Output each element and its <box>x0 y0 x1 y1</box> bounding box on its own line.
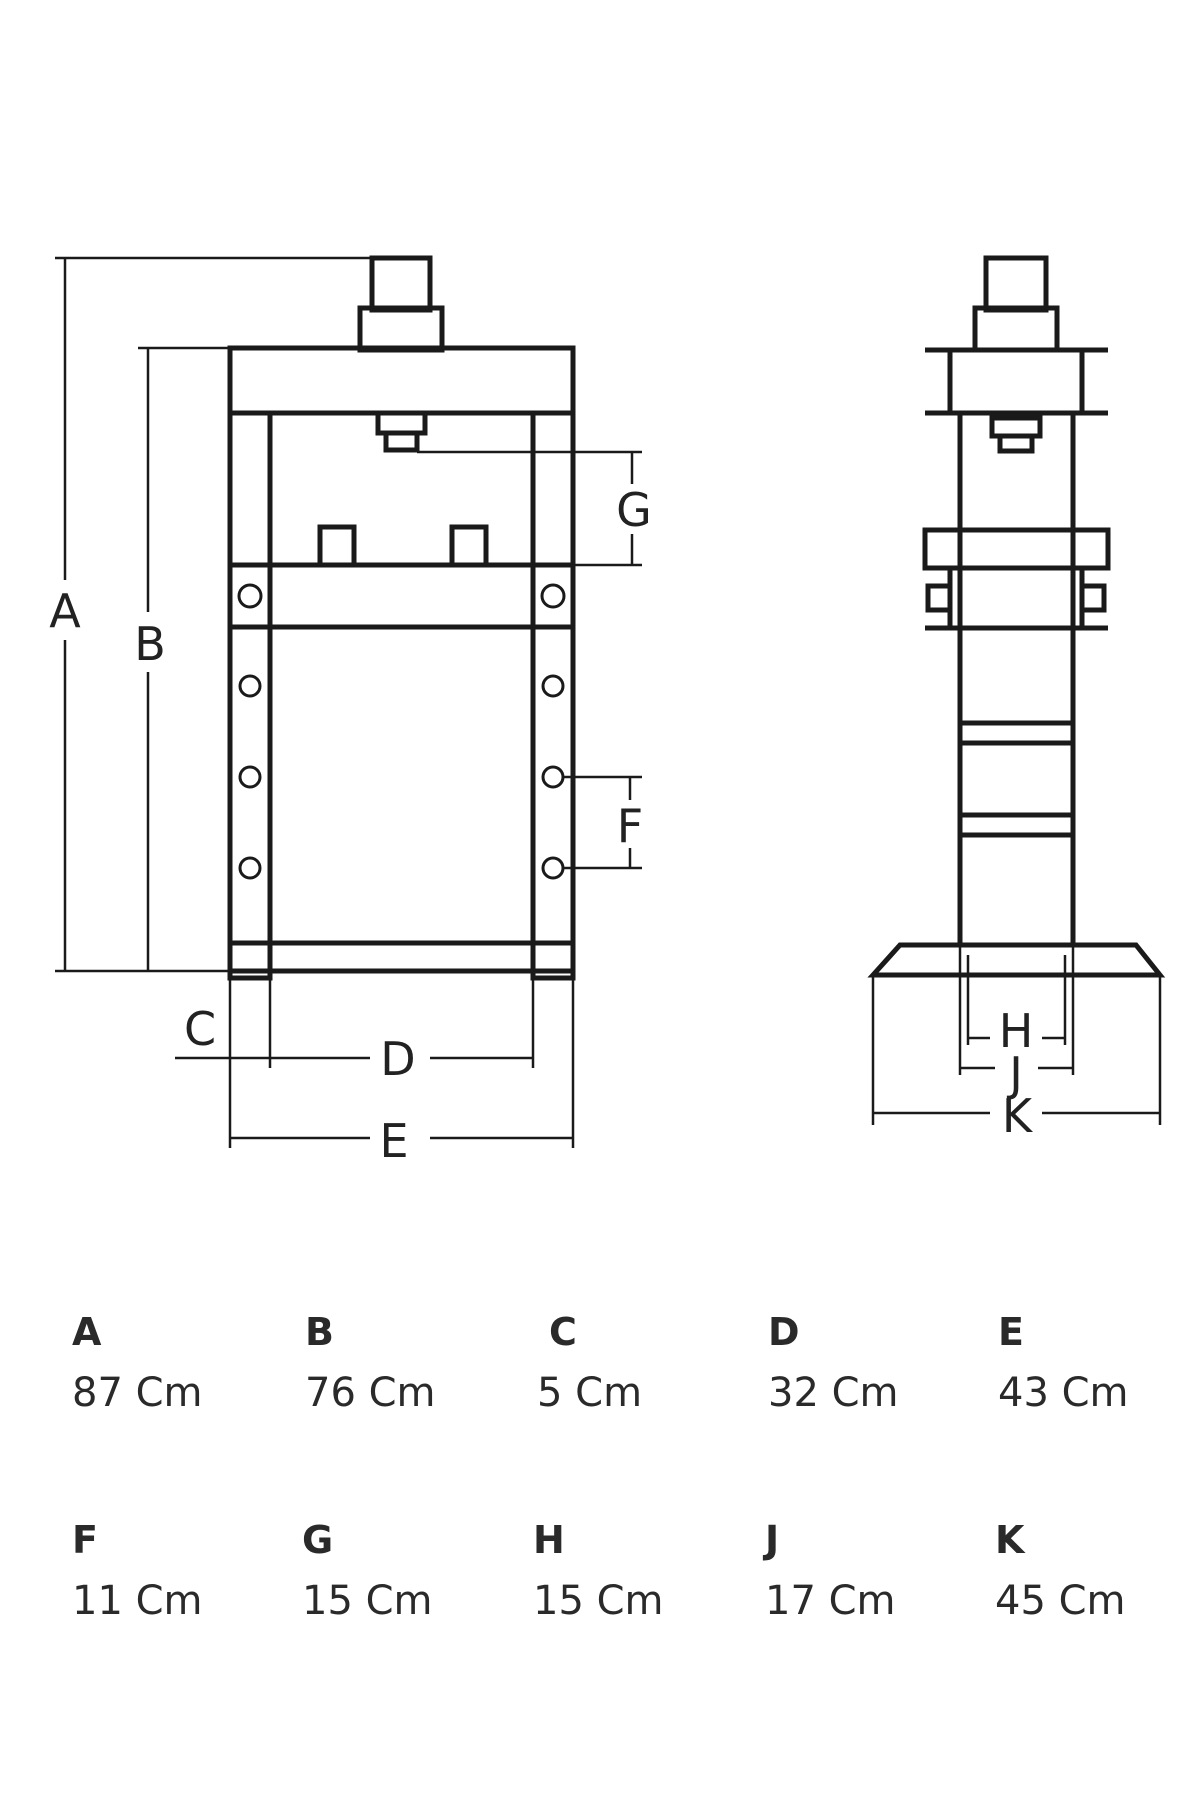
dimension-item: F 11 Cm <box>72 1518 272 1626</box>
dimension-letters: A B C D E F G H J K <box>49 483 1034 1168</box>
label-j: J <box>1006 1047 1023 1101</box>
dimension-item: C 5 Cm <box>537 1310 737 1418</box>
dimension-key: C <box>549 1310 577 1354</box>
dimension-key: J <box>765 1518 780 1562</box>
front-ram-tip <box>383 430 420 453</box>
label-b: B <box>134 617 166 671</box>
label-g: G <box>616 483 652 537</box>
dimension-value: 87 Cm <box>72 1370 203 1416</box>
label-a: A <box>49 584 81 638</box>
side-top-beam <box>947 347 1085 416</box>
dimension-value: 76 Cm <box>305 1370 436 1416</box>
dimension-value: 11 Cm <box>72 1578 203 1624</box>
dimension-value: 15 Cm <box>302 1578 433 1624</box>
dimension-item: G 15 Cm <box>302 1518 502 1626</box>
dimension-key: F <box>72 1518 98 1562</box>
dimension-key: B <box>305 1310 334 1354</box>
side-cylinder <box>972 305 1060 353</box>
side-bed-plate <box>922 527 1111 571</box>
dimension-value: 5 Cm <box>537 1370 643 1416</box>
side-ram-tip <box>997 433 1035 454</box>
dimension-item: B 76 Cm <box>305 1310 505 1418</box>
front-block-right <box>449 524 489 568</box>
dimension-lines <box>55 256 1162 1148</box>
front-cylinder <box>357 305 445 353</box>
dimension-value: 17 Cm <box>765 1578 896 1624</box>
dimension-item: K 45 Cm <box>995 1518 1195 1626</box>
dimension-key: K <box>995 1518 1025 1562</box>
label-d: D <box>380 1032 415 1086</box>
dimension-key: H <box>533 1518 565 1562</box>
dimension-value: 45 Cm <box>995 1578 1126 1624</box>
dimension-value: 32 Cm <box>768 1370 899 1416</box>
side-ram <box>989 415 1043 439</box>
front-bottom-rail <box>227 940 576 974</box>
front-top-beam <box>227 345 576 416</box>
side-piston-rod <box>983 255 1049 313</box>
dimension-item: D 32 Cm <box>768 1310 968 1418</box>
label-e: E <box>379 1114 408 1168</box>
dimension-key: E <box>998 1310 1024 1354</box>
side-view <box>867 255 1166 978</box>
side-base-foot <box>867 942 1166 978</box>
front-bed-plate <box>227 562 576 630</box>
dimension-key: G <box>302 1518 334 1562</box>
label-c: C <box>184 1002 216 1056</box>
front-ram <box>375 410 428 436</box>
dimension-key: D <box>768 1310 800 1354</box>
front-piston-rod <box>369 255 433 313</box>
side-clamp-right <box>1079 583 1107 613</box>
dimension-key: A <box>72 1310 102 1354</box>
front-view <box>227 255 576 981</box>
label-h: H <box>999 1004 1034 1058</box>
label-k: K <box>1002 1089 1034 1143</box>
front-pin-holes <box>237 583 566 880</box>
side-clamp-left <box>925 583 953 613</box>
dimension-item: E 43 Cm <box>998 1310 1198 1418</box>
dimension-item: H 15 Cm <box>533 1518 733 1626</box>
dimension-item: A 87 Cm <box>72 1310 272 1418</box>
front-right-column <box>530 410 576 981</box>
front-block-left <box>317 524 357 568</box>
side-bed-clamp <box>947 565 1085 631</box>
dimension-item: J 17 Cm <box>765 1518 965 1626</box>
front-left-column <box>227 410 273 981</box>
dimension-value: 15 Cm <box>533 1578 664 1624</box>
dimension-value: 43 Cm <box>998 1370 1129 1416</box>
label-f: F <box>617 799 643 853</box>
